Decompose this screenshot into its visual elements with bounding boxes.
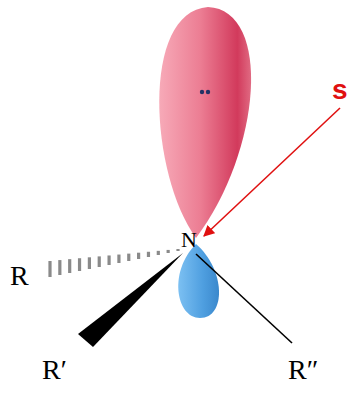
hash-stroke (78, 258, 81, 271)
small-lobe (178, 244, 219, 318)
hash-stroke (167, 250, 170, 253)
hash-stroke (117, 255, 120, 263)
lone-pair-lobe (159, 7, 251, 238)
electron-dot (206, 90, 210, 94)
pointer-arrow (204, 108, 340, 236)
electron-dot (200, 90, 204, 94)
hash-stroke (88, 257, 91, 269)
hash-stroke (147, 252, 150, 257)
hash-stroke (157, 251, 160, 255)
hash-stroke (137, 253, 140, 259)
hash-stroke (98, 256, 101, 267)
hash-stroke (127, 254, 130, 261)
bond-line (196, 254, 292, 343)
hash-stroke (68, 259, 71, 273)
hash-stroke (176, 249, 179, 251)
substituent-label: R (10, 262, 29, 290)
hash-stroke (107, 255, 110, 265)
hybrid-label: s (332, 76, 348, 104)
substituent-label: R″ (288, 356, 318, 384)
hash-stroke (58, 260, 61, 275)
hash-stroke (48, 261, 51, 277)
atom-label: N (181, 229, 197, 251)
substituent-label: R′ (42, 356, 67, 384)
bold-wedge (78, 253, 183, 347)
